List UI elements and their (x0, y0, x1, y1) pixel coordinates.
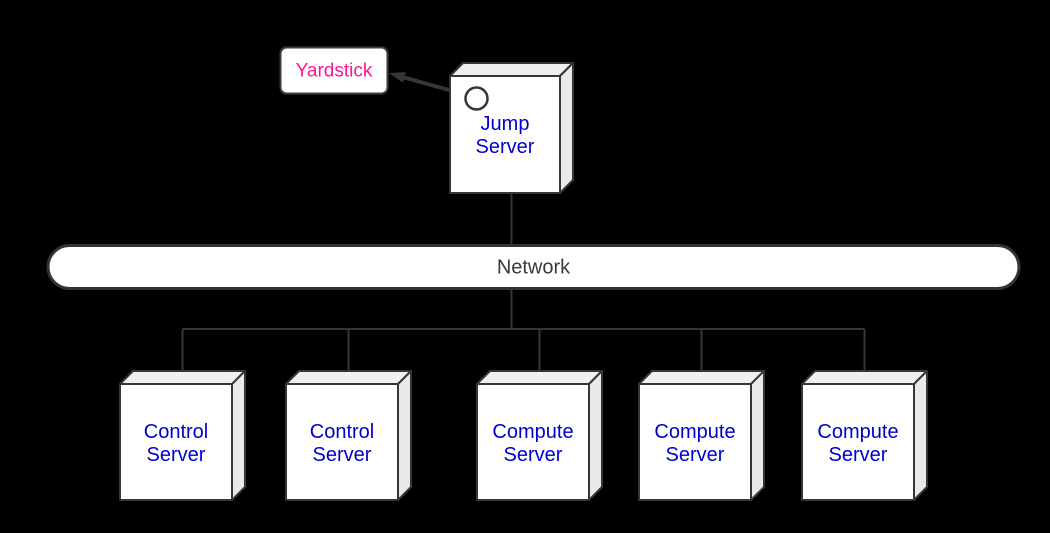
network-label: Network (497, 257, 571, 279)
server-label-line1: Compute (492, 421, 573, 443)
node-jump-server: Jump Server (449, 62, 574, 194)
yardstick-label: Yardstick (296, 61, 373, 82)
node-control-server-2: Control Server (285, 370, 412, 501)
network-pill (46, 244, 1021, 290)
box-right-face (231, 370, 246, 501)
box-top-face (449, 62, 574, 77)
node-network: Network (46, 244, 1021, 290)
node-compute-server-1: Compute Server (476, 370, 603, 501)
server-label-line2: Server (313, 444, 372, 466)
box-top-face (285, 370, 412, 385)
node-compute-server-2: Compute Server (638, 370, 765, 501)
server-label-line1: Compute (654, 421, 735, 443)
arrow-head-icon (389, 72, 406, 83)
server-label-line2: Server (147, 444, 206, 466)
jump-server-label-line1: Jump (481, 113, 530, 135)
box-front-face (285, 383, 399, 501)
box-front-face (638, 383, 752, 501)
node-control-server-1: Control Server (119, 370, 246, 501)
box-front-face (119, 383, 233, 501)
box-right-face (559, 62, 574, 194)
server-label-line1: Compute (817, 421, 898, 443)
server-label-line1: Control (310, 421, 374, 443)
box-top-face (638, 370, 765, 385)
box-right-face (750, 370, 765, 501)
box-right-face (397, 370, 412, 501)
node-compute-server-3: Compute Server (801, 370, 928, 501)
jump-server-label-line2: Server (476, 136, 535, 158)
node-yardstick: Yardstick (279, 46, 389, 95)
server-label-line2: Server (666, 444, 725, 466)
yardstick-box (279, 46, 389, 95)
box-top-face (801, 370, 928, 385)
box-right-face (913, 370, 928, 501)
server-label-line2: Server (829, 444, 888, 466)
box-top-face (476, 370, 603, 385)
connection-port-circle (464, 86, 489, 111)
box-top-face (119, 370, 246, 385)
box-front-face (801, 383, 915, 501)
box-right-face (588, 370, 603, 501)
box-front-face (476, 383, 590, 501)
server-label-line1: Control (144, 421, 208, 443)
server-label-line2: Server (504, 444, 563, 466)
